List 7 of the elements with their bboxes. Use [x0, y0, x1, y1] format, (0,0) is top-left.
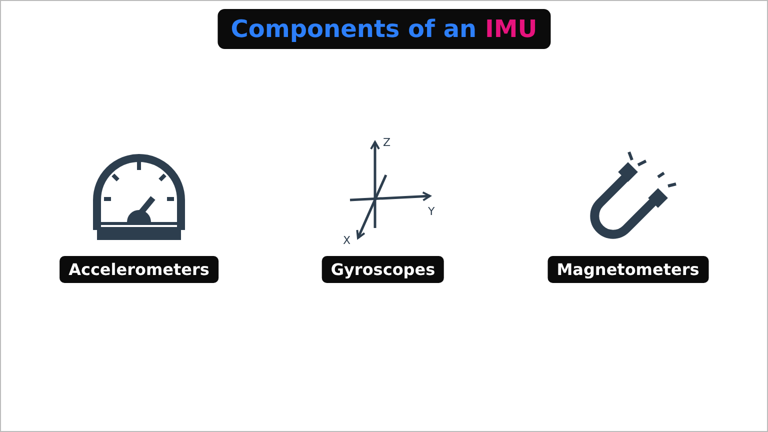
- axis-label: Z: [383, 136, 391, 149]
- label-tag: Gyroscopes: [322, 256, 444, 283]
- axis-label: Y: [428, 205, 435, 218]
- axis-label: X: [343, 234, 351, 247]
- label-tag: Magnetometers: [548, 256, 708, 283]
- title-banner: Components of an IMU: [218, 9, 550, 49]
- label-tag: Accelerometers: [60, 256, 218, 283]
